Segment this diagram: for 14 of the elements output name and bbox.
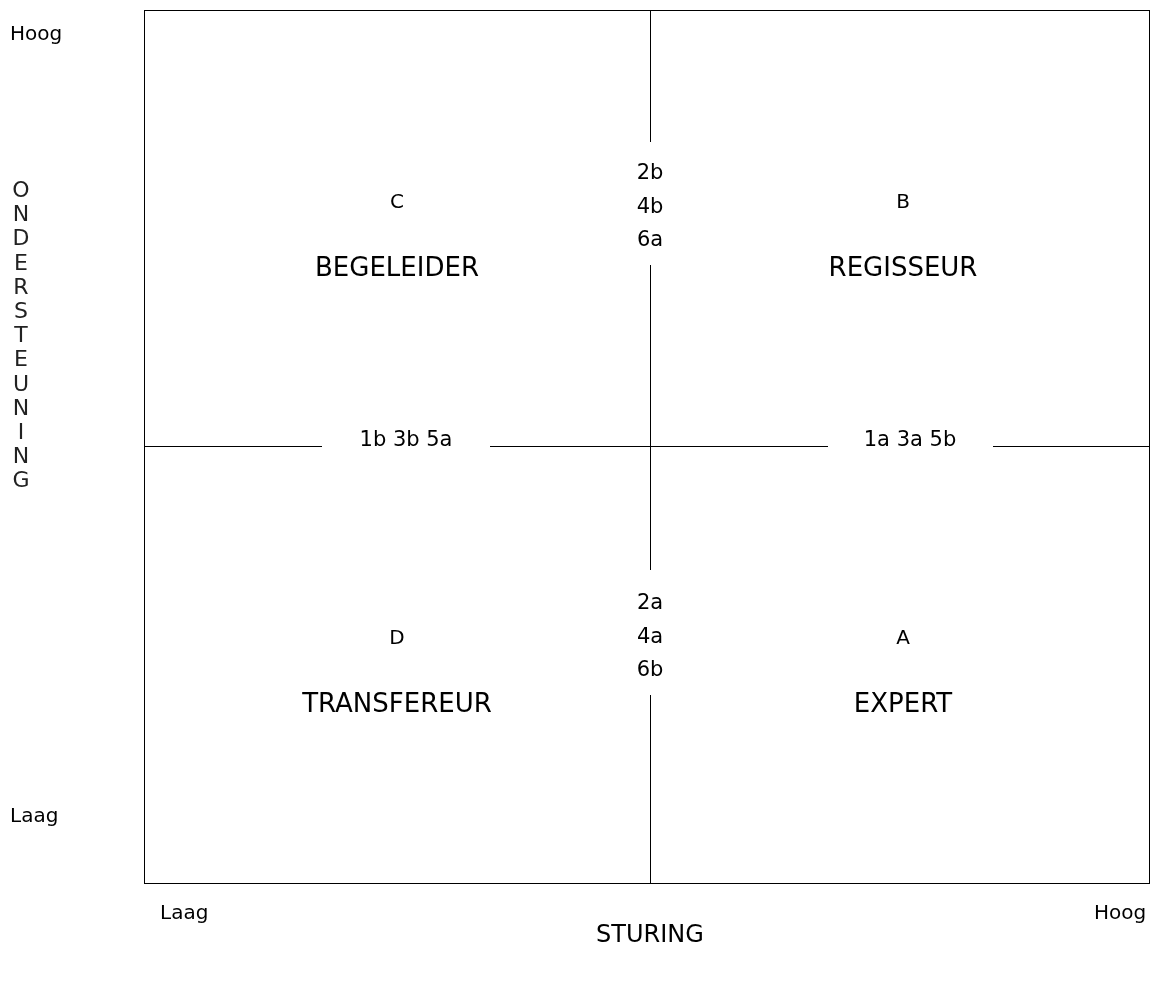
axis-tick-label: Hoog xyxy=(10,20,63,47)
quadrant-letter: C xyxy=(390,188,404,215)
quadrant-role: EXPERT xyxy=(853,687,953,720)
quadrant-role: TRANSFEREUR xyxy=(302,687,492,720)
axis-tick-label: Hoog xyxy=(1094,899,1147,926)
quadrant-role: BEGELEIDER xyxy=(315,251,479,284)
quadrant-letter: A xyxy=(896,624,910,651)
axis-title: STURING xyxy=(596,919,704,950)
axis-tick-label: Laag xyxy=(160,899,209,926)
quadrant-letter: D xyxy=(389,624,405,651)
axis-title: ONDERSTEUNING xyxy=(11,178,31,493)
quadrant-role: REGISSEUR xyxy=(828,251,978,284)
quadrant-letter: B xyxy=(896,188,910,215)
axis-tick-label: Laag xyxy=(10,802,59,829)
